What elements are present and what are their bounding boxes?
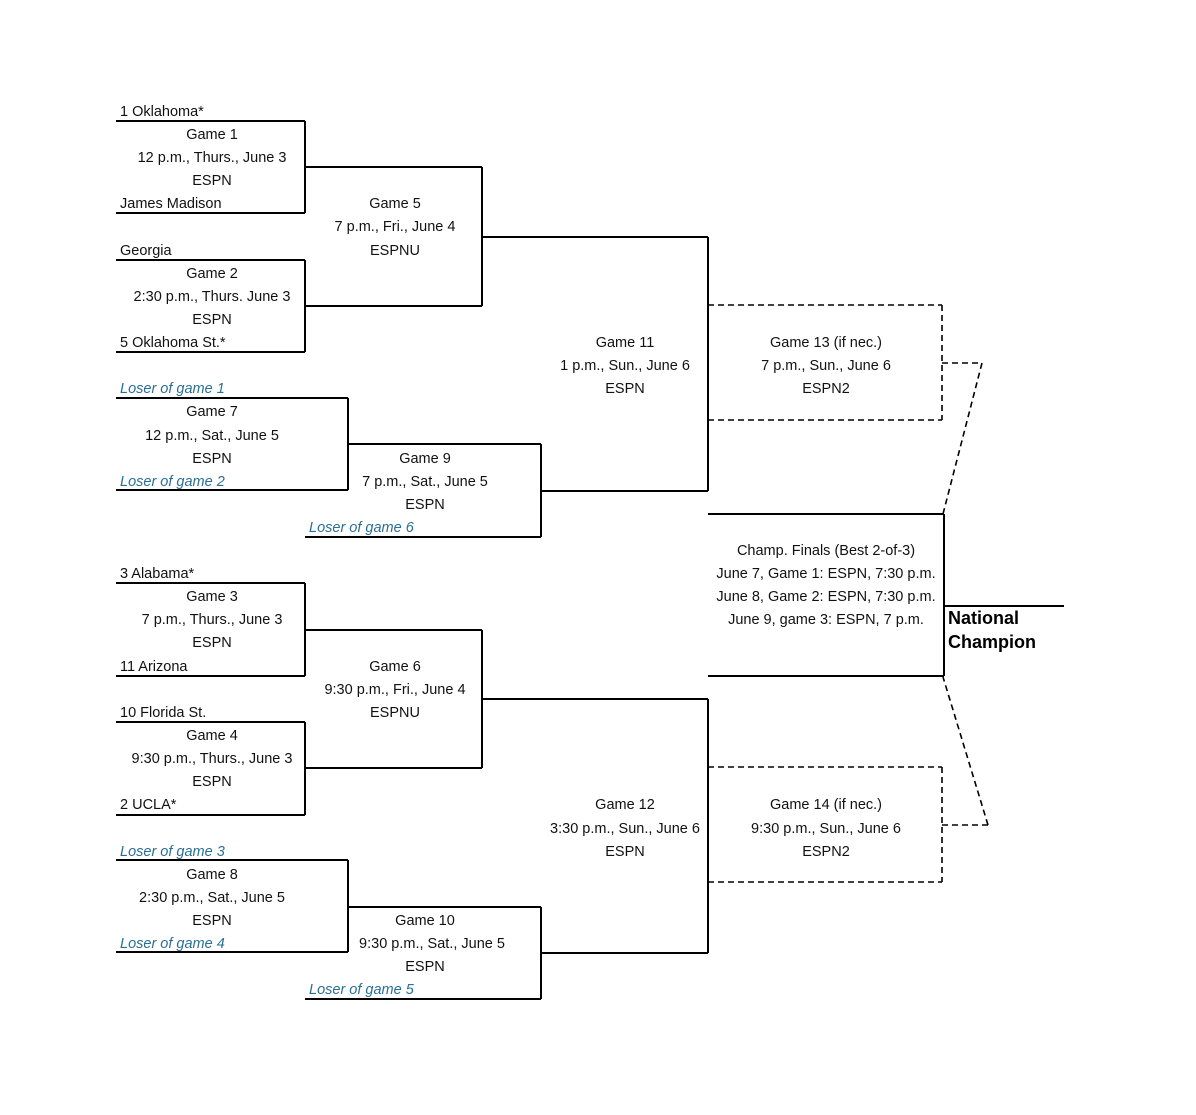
game-14-title: Game 14 (if nec.) <box>770 797 882 813</box>
team-oklahoma-st: 5 Oklahoma St.* <box>120 335 226 351</box>
national-champion-line2: Champion <box>948 632 1036 652</box>
finals-game-3: June 9, game 3: ESPN, 7 p.m. <box>728 612 924 628</box>
game-5-title: Game 5 <box>369 196 421 212</box>
game-1-title: Game 1 <box>186 127 238 143</box>
game-10-title: Game 10 <box>395 913 455 929</box>
game-6-box <box>481 630 708 768</box>
game-4-title: Game 4 <box>186 728 238 744</box>
loser-of-game-2: Loser of game 2 <box>120 474 225 490</box>
game-7-box <box>116 397 541 491</box>
game-9-network: ESPN <box>405 497 445 513</box>
game-13-time: 7 p.m., Sun., June 6 <box>761 358 891 374</box>
game-4-box <box>116 721 482 816</box>
game-8-network: ESPN <box>192 913 232 929</box>
game-1-time: 12 p.m., Thurs., June 3 <box>138 150 287 166</box>
team-james-madison: James Madison <box>120 196 222 212</box>
game-8-box <box>116 859 541 953</box>
team-oklahoma: 1 Oklahoma* <box>120 104 204 120</box>
game-6-title: Game 6 <box>369 659 421 675</box>
game-13-box <box>708 304 983 515</box>
game-8-time: 2:30 p.m., Sat., June 5 <box>139 890 285 906</box>
game-1-box <box>116 120 482 214</box>
national-champion-line1: National <box>948 608 1019 628</box>
game-7-title: Game 7 <box>186 404 238 420</box>
loser-of-game-4: Loser of game 4 <box>120 936 225 952</box>
game-14-box <box>708 676 989 883</box>
game-13-network: ESPN2 <box>802 381 850 397</box>
game-5-time: 7 p.m., Fri., June 4 <box>335 219 456 235</box>
game-14-time: 9:30 p.m., Sun., June 6 <box>751 821 901 837</box>
team-georgia: Georgia <box>120 243 173 259</box>
loser-of-game-6: Loser of game 6 <box>309 520 415 536</box>
game-7-network: ESPN <box>192 451 232 467</box>
game-1-network: ESPN <box>192 173 232 189</box>
game-6-time: 9:30 p.m., Fri., June 4 <box>324 682 465 698</box>
finals-box <box>708 513 1064 677</box>
game-2-time: 2:30 p.m., Thurs. June 3 <box>134 289 291 305</box>
game-11-network: ESPN <box>605 381 645 397</box>
game-9-time: 7 p.m., Sat., June 5 <box>362 474 488 490</box>
game-12-time: 3:30 p.m., Sun., June 6 <box>550 821 700 837</box>
game-3-box <box>116 582 482 677</box>
team-arizona: 11 Arizona <box>120 659 188 675</box>
game-12-title: Game 12 <box>595 797 655 813</box>
game-9-title: Game 9 <box>399 451 451 467</box>
game-3-title: Game 3 <box>186 589 238 605</box>
game-10-box <box>305 907 708 1000</box>
loser-of-game-3: Loser of game 3 <box>120 844 225 860</box>
game-11-title: Game 11 <box>596 335 655 351</box>
game-11-time: 1 p.m., Sun., June 6 <box>560 358 690 374</box>
finals-title: Champ. Finals (Best 2-of-3) <box>737 543 915 559</box>
game-6-network: ESPNU <box>370 705 420 721</box>
game-8-title: Game 8 <box>186 867 238 883</box>
game-10-time: 9:30 p.m., Sat., June 5 <box>359 936 505 952</box>
game-2-title: Game 2 <box>186 266 238 282</box>
game-7-time: 12 p.m., Sat., June 5 <box>145 428 279 444</box>
game-2-network: ESPN <box>192 312 232 328</box>
game-3-time: 7 p.m., Thurs., June 3 <box>142 612 283 628</box>
game-14-network: ESPN2 <box>802 844 850 860</box>
game-4-network: ESPN <box>192 774 232 790</box>
game-13-title: Game 13 (if nec.) <box>770 335 882 351</box>
team-alabama: 3 Alabama* <box>120 566 195 582</box>
game-5-network: ESPNU <box>370 243 420 259</box>
finals-game-2: June 8, Game 2: ESPN, 7:30 p.m. <box>716 589 935 605</box>
game-5-box <box>481 167 708 306</box>
loser-of-game-5: Loser of game 5 <box>309 982 415 998</box>
game-12-network: ESPN <box>605 844 645 860</box>
game-3-network: ESPN <box>192 635 232 651</box>
team-florida-st: 10 Florida St. <box>120 705 206 721</box>
game-2-box <box>116 259 482 353</box>
game-10-network: ESPN <box>405 959 445 975</box>
team-ucla: 2 UCLA* <box>120 797 177 813</box>
game-9-box <box>305 444 708 538</box>
game-4-time: 9:30 p.m., Thurs., June 3 <box>132 751 293 767</box>
loser-of-game-1: Loser of game 1 <box>120 381 225 397</box>
finals-game-1: June 7, Game 1: ESPN, 7:30 p.m. <box>716 566 935 582</box>
